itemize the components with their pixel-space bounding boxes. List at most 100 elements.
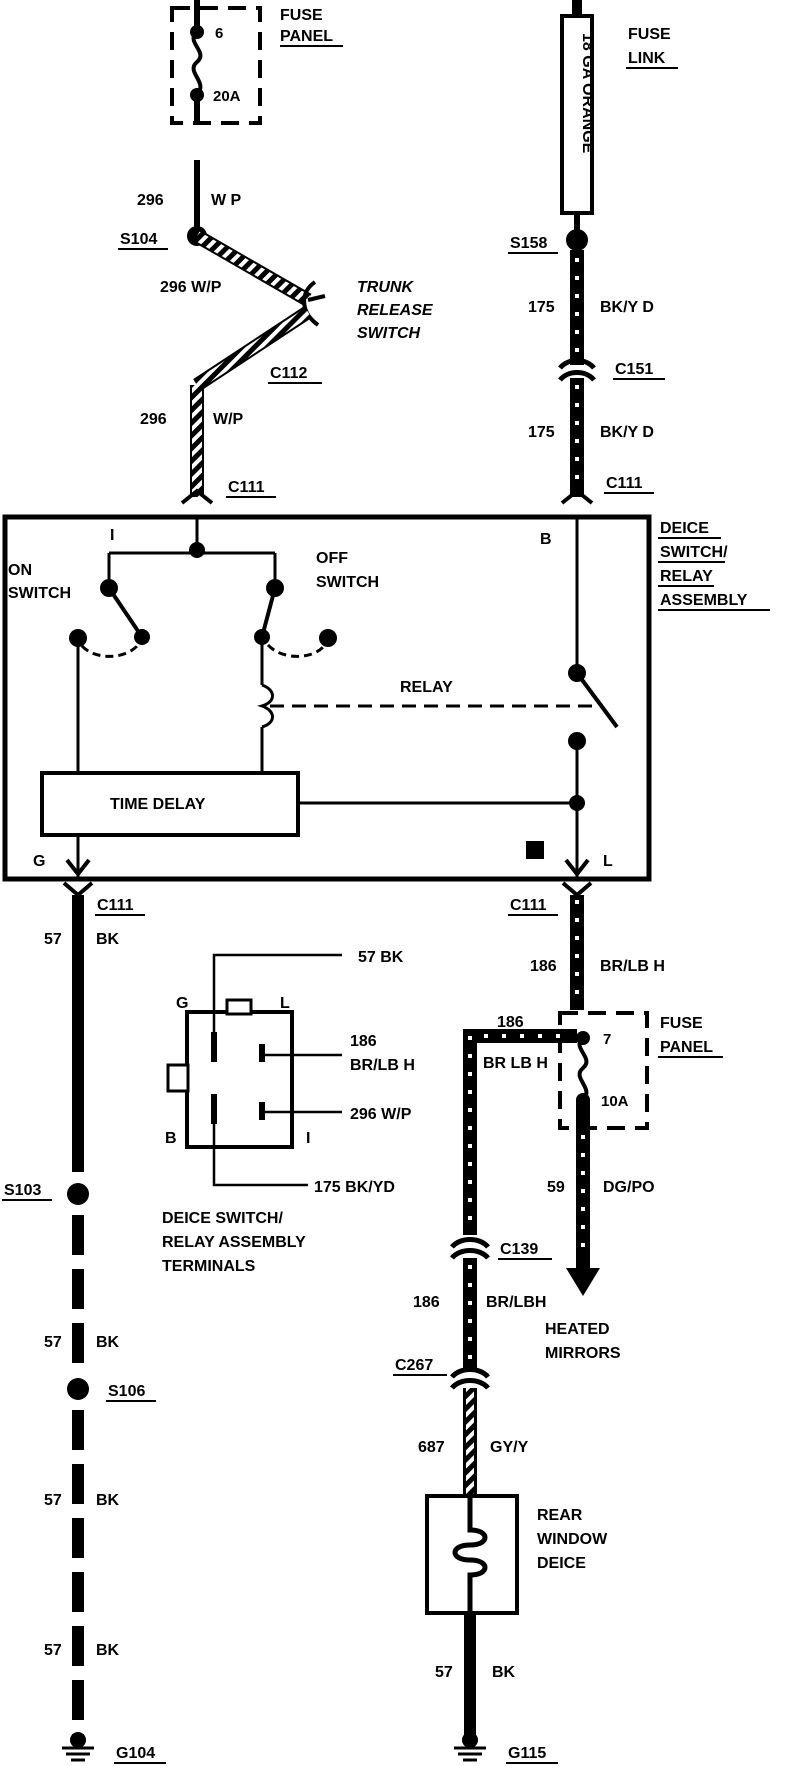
trunk-label-2: RELEASE xyxy=(357,302,434,319)
wire-296b-num: 296 xyxy=(140,411,167,428)
pin-l-arrow xyxy=(564,858,590,878)
conn-c112-label: C112 xyxy=(270,365,307,382)
fuse-lower-rating: 10A xyxy=(601,1093,629,1110)
terminal-wire-57: 57 BK xyxy=(358,949,404,966)
relay-contact-blade xyxy=(575,671,619,729)
fuse-link-body-label: 18 GA ORANGE xyxy=(579,33,596,154)
splice-s103-dot xyxy=(67,1183,89,1205)
wire-186-color: BR/LB H xyxy=(600,958,665,975)
branch-186-num: 186 xyxy=(497,1014,524,1031)
assembly-pin-i: I xyxy=(110,527,114,544)
terminal-wire-296: 296 W/P xyxy=(350,1106,412,1123)
relay-label: RELAY xyxy=(400,679,453,696)
assembly-square-mark xyxy=(526,841,544,859)
conn-c111-top-left xyxy=(180,488,214,505)
conn-c267-bottom xyxy=(450,1378,490,1390)
assembly-label-1: DEICE xyxy=(660,520,709,537)
left-circuit: 296 W P S104 296 W/P TRUNK RELEASE SWITC… xyxy=(118,160,434,505)
assembly-label-3: RELAY xyxy=(660,568,713,585)
wire-57-c-num: 57 xyxy=(44,1492,62,1509)
fuse-top-element xyxy=(191,30,203,97)
heated-mirrors-label-2: MIRRORS xyxy=(545,1345,621,1362)
trunk-switch-contact xyxy=(302,280,320,327)
assembly-label-2: SWITCH/ xyxy=(660,544,728,561)
ground-g115-symbol xyxy=(454,1732,486,1762)
wire-175b-color: BK/Y D xyxy=(600,424,654,441)
fuse-lower-number: 7 xyxy=(603,1031,611,1048)
conn-c267-label: C267 xyxy=(395,1357,433,1374)
terminals-view: G L B I 57 BK 186 BR/LB H 296 W/P 175 BK… xyxy=(162,949,415,1275)
conn-c151-label: C151 xyxy=(615,361,653,378)
off-switch-blade xyxy=(260,587,277,638)
wire-296-color: W P xyxy=(211,192,242,209)
terminals-body xyxy=(185,1010,294,1149)
wire-296-wp-a: 296 W/P xyxy=(160,279,222,296)
branch-186-color: BR LB H xyxy=(483,1055,548,1072)
fuse-panel-top-box xyxy=(170,6,262,125)
off-switch-lower-contact xyxy=(319,629,337,647)
terminal-wire-175: 175 BK/YD xyxy=(314,1179,395,1196)
right-lower: C111 186 BR/LB H 7 10A FUSE PANEL 59 DG/… xyxy=(393,881,723,1764)
conn-c111-bottom-right-label: C111 xyxy=(510,897,547,914)
wire-bk-b: BK xyxy=(96,1334,120,1351)
wire-186b-num: 186 xyxy=(413,1294,440,1311)
on-switch-label-1: ON xyxy=(8,562,32,579)
conn-c111-top-left-label: C111 xyxy=(228,479,265,496)
fuse-panel-lower-box xyxy=(558,1011,649,1130)
conn-c151-top xyxy=(558,358,596,370)
rear-window-label-2: WINDOW xyxy=(537,1531,608,1548)
wire-175b-num: 175 xyxy=(528,424,555,441)
terminal-wire-186-num: 186 xyxy=(350,1033,377,1050)
ground-g104-symbol xyxy=(62,1732,94,1762)
wire-296-to-trunk-fill xyxy=(194,231,311,305)
wire-59-num: 59 xyxy=(547,1179,565,1196)
off-switch-label-1: OFF xyxy=(316,550,348,567)
wire-186-num: 186 xyxy=(530,958,557,975)
terminal-pin-i: I xyxy=(306,1130,310,1147)
assembly-pin-g: G xyxy=(33,853,45,870)
terminals-caption-3: TERMINALS xyxy=(162,1258,256,1275)
splice-s106-label: S106 xyxy=(108,1383,145,1400)
fuse-panel-top: 6 20A FUSE PANEL xyxy=(170,0,343,125)
terminals-caption-1: DEICE SWITCH/ xyxy=(162,1210,283,1227)
assembly-pin-b: B xyxy=(540,531,552,548)
terminals-top-tab xyxy=(225,998,253,1016)
on-switch-arc xyxy=(80,643,140,658)
wire-175a-color: BK/Y D xyxy=(600,299,654,316)
wire-57-rear-color: BK xyxy=(492,1664,516,1681)
fuse-link-title-1: FUSE xyxy=(628,26,671,43)
fuse-top-rating: 20A xyxy=(213,88,241,105)
wire-bk-a: BK xyxy=(96,931,120,948)
conn-c139-bottom xyxy=(450,1248,490,1260)
heated-mirrors-label-1: HEATED xyxy=(545,1321,610,1338)
wire-trunk-to-c111-fill xyxy=(194,307,311,390)
on-switch-label-2: SWITCH xyxy=(8,585,71,602)
time-delay-label: TIME DELAY xyxy=(110,796,206,813)
fuse-link: 18 GA ORANGE FUSE LINK xyxy=(560,0,678,215)
off-switch-label-2: SWITCH xyxy=(316,574,379,591)
wire-59-color: DG/PO xyxy=(603,1179,655,1196)
deice-assembly: DEICE SWITCH/ RELAY ASSEMBLY I ON SWITCH… xyxy=(2,514,770,882)
wire-bk-c: BK xyxy=(96,1492,120,1509)
trunk-switch-blade xyxy=(307,294,326,302)
trunk-label-3: SWITCH xyxy=(357,325,421,342)
rear-window-label-3: DEICE xyxy=(537,1555,586,1572)
wire-bk-d: BK xyxy=(96,1642,120,1659)
relay-coil xyxy=(257,683,274,729)
splice-s106-dot xyxy=(67,1378,89,1400)
terminal-pin-l: L xyxy=(280,995,290,1012)
wire-57-b-num: 57 xyxy=(44,1334,62,1351)
terminals-caption-2: RELAY ASSEMBLY xyxy=(162,1234,306,1251)
conn-c139-label: C139 xyxy=(500,1241,538,1258)
fuse-panel-lower-title-1: FUSE xyxy=(660,1015,703,1032)
conn-c111-top-right-label: C111 xyxy=(606,475,643,492)
pin-g-arrow xyxy=(65,858,91,878)
assembly-box xyxy=(2,514,652,882)
terminal-wire-186-color: BR/LB H xyxy=(350,1057,415,1074)
conn-c111-top-right xyxy=(560,488,594,505)
right-circuit: S158 175 BK/Y D C151 175 BK/Y D C111 xyxy=(508,213,665,505)
wire-296b-color: W/P xyxy=(213,411,244,428)
fuse-link-title-2: LINK xyxy=(628,50,666,67)
ground-left: C111 57 BK S103 57 BK S106 57 BK 57 BK G… xyxy=(2,881,166,1764)
